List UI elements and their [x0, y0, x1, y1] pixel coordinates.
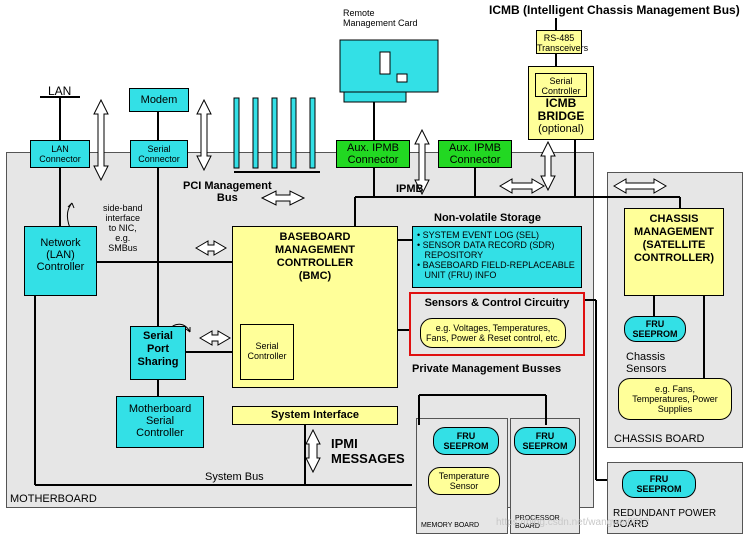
system-interface: System Interface: [232, 406, 398, 425]
processor-fru-label: FRU SEEPROM: [522, 431, 568, 451]
modem: Modem: [129, 88, 189, 112]
system-interface-label: System Interface: [270, 409, 360, 421]
rs485-label: RS-485 Transceivers: [537, 33, 589, 53]
aux-ipmb-2-label: Aux. IPMB Connector: [449, 142, 501, 166]
motherboard-label: MOTHERBOARD: [10, 493, 97, 505]
system-bus-label: System Bus: [205, 471, 264, 483]
mb-serial-controller-label: Motherboard Serial Controller: [128, 403, 192, 439]
private-busses-label: Private Management Busses: [412, 363, 562, 375]
modem-label: Modem: [140, 94, 178, 106]
memory-fru-label: FRU SEEPROM: [443, 431, 489, 451]
rs485-transceivers: RS-485 Transceivers: [536, 30, 588, 54]
processor-board-label: PROCESSOR BOARD: [515, 515, 560, 530]
chassis-fru-seeprom: FRU SEEPROM: [624, 316, 686, 342]
nvs-item-fru: • BASEBOARD FIELD-REPLACEABLE UNIT (FRU)…: [417, 260, 575, 280]
nvs-item-sel: • SYSTEM EVENT LOG (SEL): [417, 230, 540, 240]
motherboard-serial-controller: Motherboard Serial Controller: [116, 396, 204, 448]
aux-ipmb-1-label: Aux. IPMB Connector: [347, 142, 399, 166]
chassis-sensors-label: Chassis Sensors: [626, 351, 667, 375]
power-fru-label: FRU SEEPROM: [636, 474, 682, 494]
serial-port-sharing: Serial Port Sharing: [130, 326, 186, 380]
network-controller-label: Network (LAN) Controller: [36, 237, 85, 273]
icmb-bridge-optional: (optional): [538, 123, 584, 135]
redundant-power-board-label: REDUNDANT POWER BOARD: [613, 508, 717, 530]
lan-bar: [40, 96, 80, 98]
memory-board-label: MEMORY BOARD: [421, 522, 480, 529]
bridge-serial-label: Serial Controller: [541, 76, 581, 96]
serial-connector-label: Serial Connector: [138, 144, 180, 164]
chassis-sensor-detail-label: e.g. Fans, Temperatures, Power Supplies: [632, 384, 718, 414]
aux-ipmb-connector-1: Aux. IPMB Connector: [336, 140, 410, 168]
remote-card-label: Remote Management Card: [343, 8, 418, 28]
icmb-title: ICMB (Intelligent Chassis Management Bus…: [489, 3, 740, 17]
nvs-box: • SYSTEM EVENT LOG (SEL) • SENSOR DATA R…: [412, 226, 582, 288]
watermark: https://blog.csdn.net/wangwei0812: [496, 517, 650, 528]
memory-fru-seeprom: FRU SEEPROM: [433, 427, 499, 455]
lan-connector: LAN Connector: [30, 140, 90, 168]
sensors-detail-label: e.g. Voltages, Temperatures, Fans, Power…: [425, 323, 561, 343]
lan-connector-label: LAN Connector: [39, 144, 81, 164]
ipmb-label: IPMB: [396, 183, 424, 195]
power-fru-seeprom: FRU SEEPROM: [622, 470, 696, 498]
nvs-title: Non-volatile Storage: [434, 212, 541, 224]
sensors-detail-pill: e.g. Voltages, Temperatures, Fans, Power…: [420, 318, 566, 348]
pci-mgmt-bus-label: PCI Management Bus: [183, 180, 272, 204]
bmc-title: BASEBOARD MANAGEMENT CONTROLLER (BMC): [274, 231, 356, 282]
processor-fru-seeprom: FRU SEEPROM: [514, 427, 576, 455]
sideband-note: side-band interface to NIC, e.g. SMBus: [103, 203, 143, 253]
chassis-fru-label: FRU SEEPROM: [632, 319, 678, 339]
ipmi-messages-label: IPMI MESSAGES: [331, 436, 405, 466]
icmb-bridge-title: ICMB BRIDGE: [537, 96, 585, 123]
chassis-management-label: CHASSIS MANAGEMENT (SATELLITE CONTROLLER…: [633, 213, 715, 264]
bmc-serial-controller: Serial Controller: [240, 324, 294, 380]
bridge-serial-controller: Serial Controller: [535, 73, 587, 97]
nvs-item-sdr: • SENSOR DATA RECORD (SDR) REPOSITORY: [417, 240, 555, 260]
chassis-board-label: CHASSIS BOARD: [614, 433, 705, 445]
sensors-title: Sensors & Control Circuitry: [424, 297, 570, 309]
icmb-bridge: Serial Controller ICMB BRIDGE (optional): [528, 66, 594, 140]
serial-connector: Serial Connector: [130, 140, 188, 168]
lan-label: LAN: [48, 84, 72, 98]
temperature-sensor-label: Temperature Sensor: [438, 471, 490, 491]
temperature-sensor: Temperature Sensor: [428, 467, 500, 495]
chassis-management: CHASSIS MANAGEMENT (SATELLITE CONTROLLER…: [624, 208, 724, 296]
network-controller: Network (LAN) Controller: [24, 226, 97, 296]
chassis-sensor-detail: e.g. Fans, Temperatures, Power Supplies: [618, 378, 732, 420]
aux-ipmb-connector-2: Aux. IPMB Connector: [438, 140, 512, 168]
bmc-serial-label: Serial Controller: [247, 341, 287, 361]
serial-port-sharing-label: Serial Port Sharing: [137, 330, 179, 368]
